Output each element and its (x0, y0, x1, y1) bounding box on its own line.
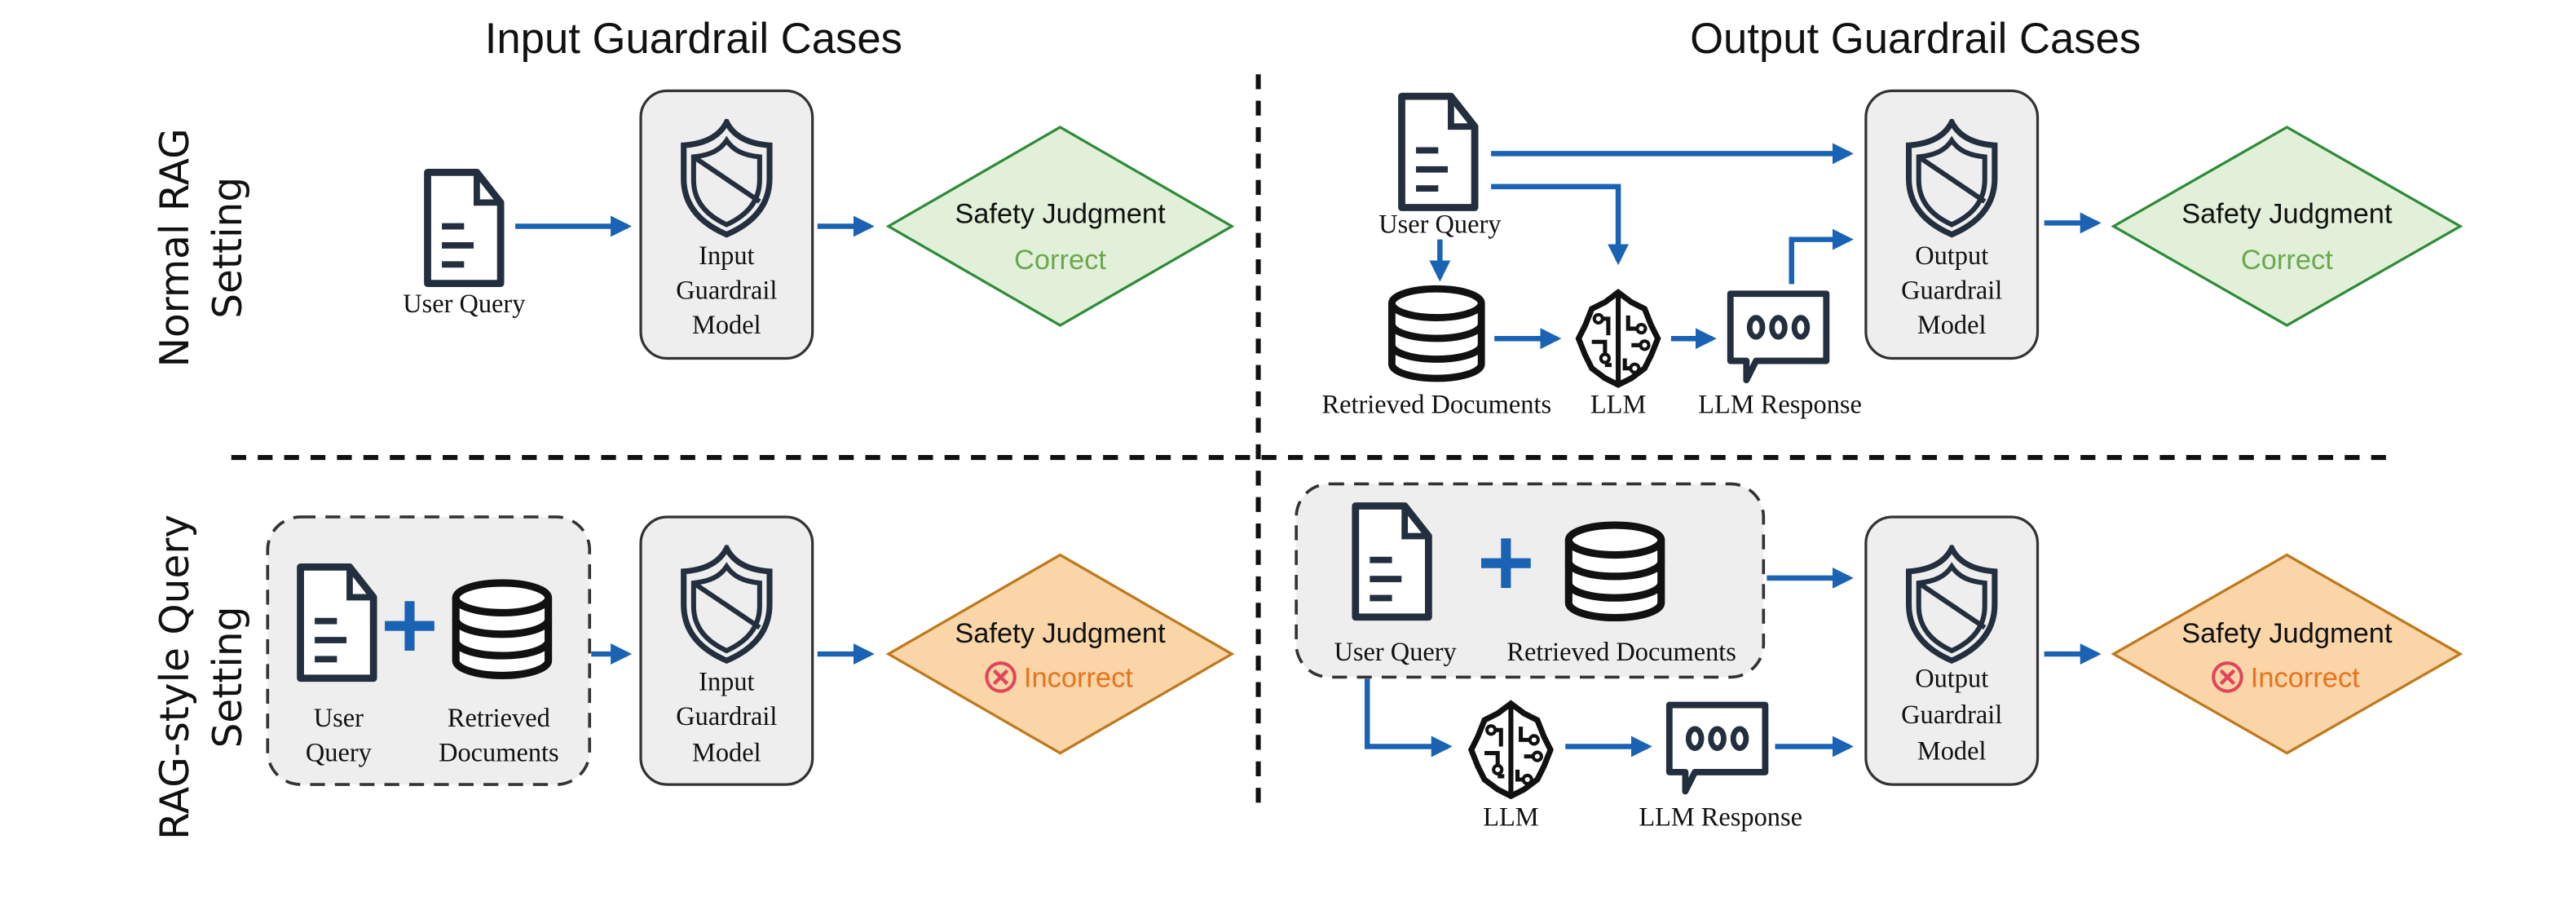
documents-label: Documents (439, 739, 559, 768)
model-label: Input (699, 668, 754, 697)
document-icon (1356, 506, 1429, 616)
model-label: Guardrail (1901, 700, 2002, 730)
safety-judgment-title: Safety Judgment (2181, 618, 2393, 649)
column-title-output: Output Guardrail Cases (1690, 15, 2141, 63)
retrieved-label: Retrieved (448, 704, 550, 733)
llm-label: LLM (1590, 390, 1646, 419)
safety-judgment-diamond-correct (885, 126, 1235, 327)
model-label: Output (1915, 665, 1988, 694)
document-icon (428, 172, 501, 283)
svg-text:Setting: Setting (205, 606, 251, 748)
arrow (1789, 228, 1854, 285)
arrow (1491, 183, 1630, 266)
row-label-normal: Normal RAG Setting (152, 128, 251, 367)
plus-icon (1480, 538, 1531, 589)
retrieved-documents-label: Retrieved Documents (1322, 390, 1552, 419)
user-label: User (314, 704, 364, 733)
svg-text:RAG-style Query: RAG-style Query (152, 515, 198, 840)
database-icon (1392, 289, 1481, 378)
llm-label: LLM (1483, 803, 1538, 833)
safety-judgment-diamond-incorrect (2111, 553, 2464, 755)
model-label: Guardrail (1901, 276, 2002, 306)
arrow (1364, 678, 1453, 758)
document-icon (1402, 96, 1475, 207)
user-query-label: User Query (1378, 210, 1502, 240)
svg-text:Normal RAG: Normal RAG (152, 128, 198, 367)
model-label: Input (699, 241, 754, 271)
query-label: Query (306, 739, 373, 768)
row-label-ragstyle: RAG-style Query Setting (152, 515, 251, 840)
judgment-correct: Correct (2241, 245, 2333, 276)
user-query-label: User Query (403, 289, 526, 319)
judgment-correct: Correct (1014, 245, 1106, 276)
model-label: Model (1917, 311, 1987, 340)
chat-bubble-icon (1670, 705, 1766, 792)
judgment-incorrect: Incorrect (1024, 663, 1133, 694)
model-label: Guardrail (676, 276, 777, 306)
user-query-label: User Query (1334, 638, 1458, 667)
column-title-input: Input Guardrail Cases (485, 15, 902, 63)
safety-judgment-diamond-correct (2111, 126, 2464, 327)
database-icon (1568, 525, 1661, 617)
plus-icon (385, 601, 434, 652)
safety-judgment-title: Safety Judgment (955, 618, 1166, 649)
model-label: Model (692, 739, 761, 768)
database-icon (456, 583, 548, 675)
llm-response-label: LLM Response (1698, 390, 1862, 419)
model-label: Model (692, 311, 761, 340)
safety-judgment-title: Safety Judgment (2181, 198, 2393, 229)
safety-judgment-diamond-incorrect (885, 553, 1235, 755)
model-label: Output (1915, 241, 1988, 271)
retrieved-documents-label: Retrieved Documents (1506, 638, 1736, 667)
llm-brain-icon (1471, 704, 1550, 796)
chat-bubble-icon (1731, 294, 1827, 380)
model-label: Model (1917, 737, 1987, 766)
llm-brain-icon (1578, 292, 1657, 384)
document-icon (301, 567, 374, 678)
llm-response-label: LLM Response (1639, 803, 1802, 833)
svg-text:Setting: Setting (205, 177, 251, 319)
safety-judgment-title: Safety Judgment (955, 198, 1166, 229)
judgment-incorrect: Incorrect (2251, 663, 2360, 694)
model-label: Guardrail (676, 702, 777, 731)
